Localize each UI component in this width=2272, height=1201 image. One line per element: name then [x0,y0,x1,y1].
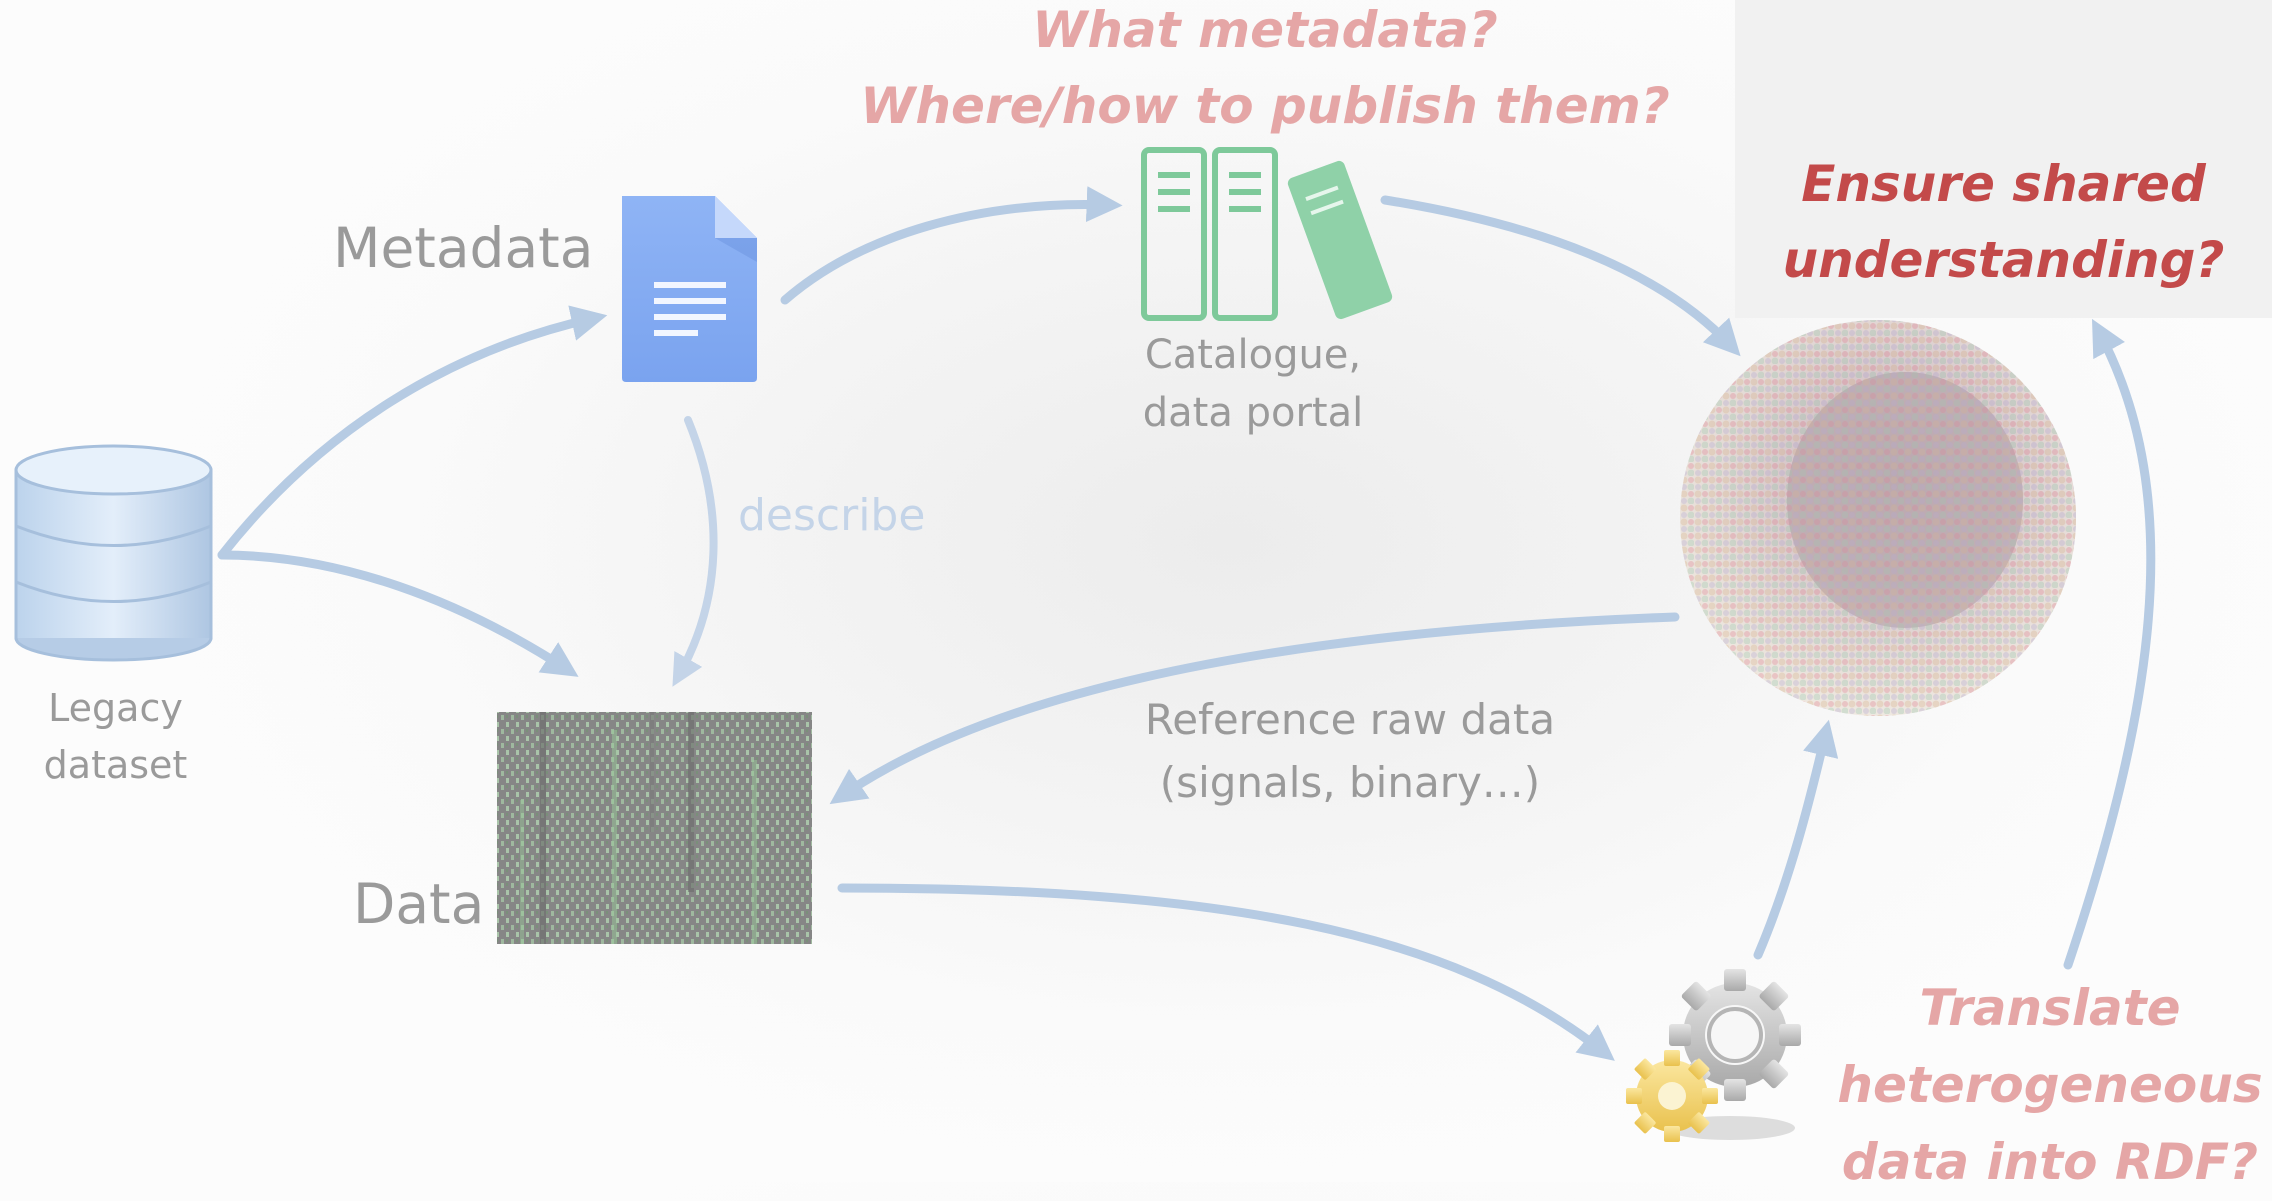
understanding-question-line2: understanding? [1782,231,2225,289]
arrow-data-to-gears [837,883,1615,1061]
metadata-question-line2: Where/how to publish them? [860,77,1670,135]
translate-question-line3: data into RDF? [1841,1133,2259,1191]
binary-matrix-icon [497,712,812,944]
arrow-describe [672,416,718,687]
arrow-gears-to-graph [1753,719,1839,960]
highlight-panel [1735,0,2272,318]
metadata-question: What metadata? Where/how to publish them… [855,0,1675,144]
reference-label-line1: Reference raw data [1144,695,1556,744]
database-icon [14,444,213,662]
legacy-label-line2: dataset [43,743,188,787]
data-label: Data [353,872,485,936]
tilted-binder-icon [1287,160,1393,320]
translate-question: Translate heterogeneous data into RDF? [1800,970,2272,1201]
translate-question-line2: heterogeneous [1837,1056,2263,1114]
gears-icon [1626,969,1801,1142]
catalogue-label: Catalogue, data portal [1110,326,1396,442]
arrow-metadata-to-catalogue [780,186,1123,305]
understanding-question-line1: Ensure shared [1801,155,2206,213]
arrow-legacy-to-metadata [217,305,608,560]
arrow-catalogue-to-graph [1380,195,1741,357]
arrow-legacy-to-data [217,550,579,677]
shared-understanding-question: Ensure shared understanding? [1735,146,2272,298]
reference-raw-data-label: Reference raw data (signals, binary…) [1110,688,1590,814]
knowledge-graph-icon [1680,320,2076,716]
legacy-dataset-label: Legacy dataset [18,680,213,794]
document-icon [622,196,757,382]
arrow-translate-to-understanding [2063,318,2156,970]
metadata-label: Metadata [333,216,594,280]
metadata-question-line1: What metadata? [1032,1,1498,59]
describe-label: describe [738,490,926,541]
legacy-label-line1: Legacy [48,686,183,730]
binders-icon [1141,147,1278,321]
reference-label-line2: (signals, binary…) [1159,758,1541,807]
catalogue-label-line1: Catalogue, [1144,332,1362,378]
arrow-graph-to-data [829,612,1680,805]
translate-question-line1: Translate [1919,979,2181,1037]
catalogue-label-line2: data portal [1142,390,1364,436]
